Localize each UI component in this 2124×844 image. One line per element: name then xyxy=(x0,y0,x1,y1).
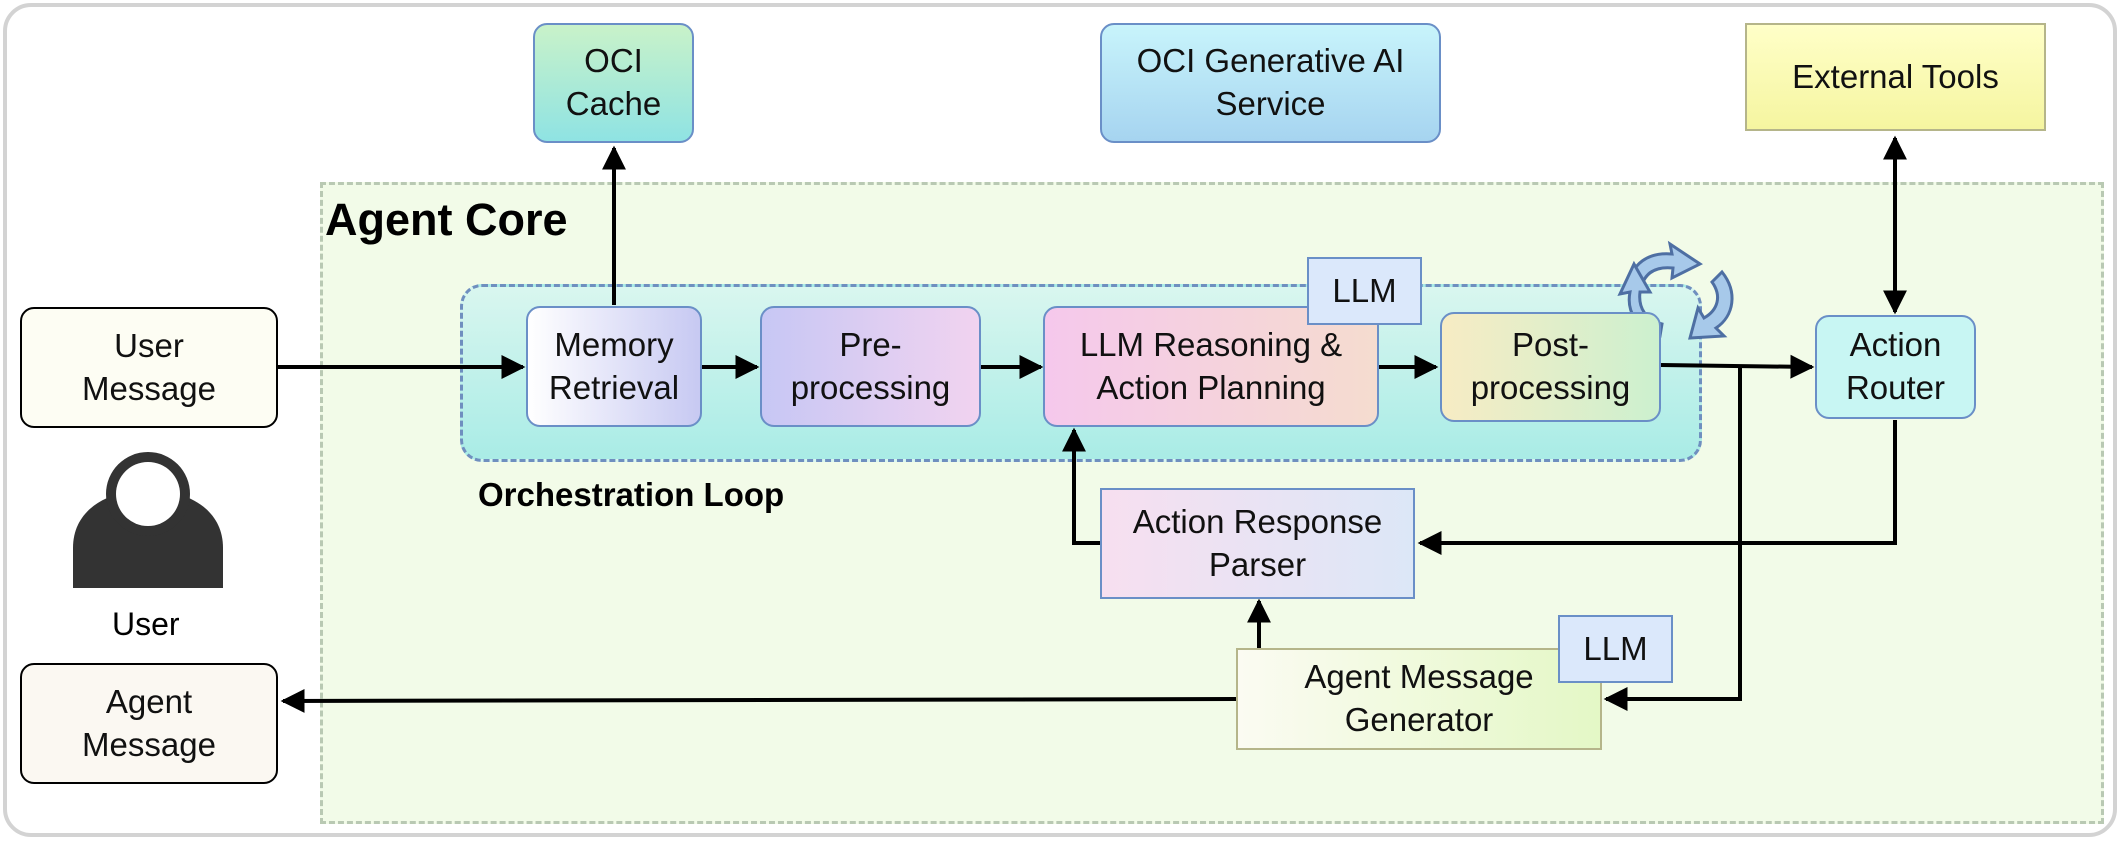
action-router-node: Action Router xyxy=(1815,315,1976,419)
agent-core-title: Agent Core xyxy=(325,194,568,245)
oci-generative-ai-label: OCI Generative AI Service xyxy=(1136,42,1405,122)
pre-processing-label: Pre- processing xyxy=(790,325,951,406)
user-message-node: User Message xyxy=(20,307,278,428)
agent-message-generator-label: Agent Message Generator xyxy=(1304,658,1534,738)
loop-cycle-icon xyxy=(1617,240,1734,340)
llm-badge-bottom: LLM xyxy=(1558,615,1673,683)
arrow-generator-to-agent-message xyxy=(280,688,1237,713)
arrow-parser-to-llm xyxy=(1062,427,1100,545)
oci-cache-label: OCI Cache xyxy=(565,42,662,122)
user-icon xyxy=(73,452,223,588)
memory-retrieval-node: Memory Retrieval xyxy=(526,306,702,427)
arrow-post-to-generator xyxy=(1603,367,1742,711)
arrow-router-to-parser xyxy=(1417,420,1897,555)
action-response-parser-node: Action Response Parser xyxy=(1100,488,1415,599)
pre-processing-node: Pre- processing xyxy=(760,306,981,427)
oci-cache-node: OCI Cache xyxy=(533,23,694,143)
post-processing-label: Post- processing xyxy=(1470,326,1631,406)
user-label: User xyxy=(112,606,180,642)
action-router-label: Action Router xyxy=(1845,326,1946,406)
external-tools-node: External Tools xyxy=(1745,23,2046,131)
oci-generative-ai-node: OCI Generative AI Service xyxy=(1100,23,1441,143)
llm-reasoning-label: LLM Reasoning & Action Planning xyxy=(1079,325,1343,406)
user-message-label: User Message xyxy=(82,326,216,407)
llm-badge-top-label: LLM xyxy=(1332,271,1397,309)
external-tools-label: External Tools xyxy=(1792,57,1999,95)
llm-reasoning-node: LLM Reasoning & Action Planning xyxy=(1043,306,1379,427)
llm-badge-top: LLM xyxy=(1307,257,1422,325)
memory-retrieval-label: Memory Retrieval xyxy=(548,325,680,406)
agent-message-label: Agent Message xyxy=(82,682,216,763)
agent-message-generator-node: Agent Message Generator xyxy=(1236,648,1602,750)
post-processing-node: Post- processing xyxy=(1440,312,1661,422)
action-response-parser-label: Action Response Parser xyxy=(1132,502,1383,583)
orchestration-loop-title: Orchestration Loop xyxy=(478,476,785,513)
arrow-post-to-router xyxy=(1660,354,1815,379)
agent-message-node: Agent Message xyxy=(20,663,278,784)
llm-badge-bottom-label: LLM xyxy=(1583,629,1648,667)
